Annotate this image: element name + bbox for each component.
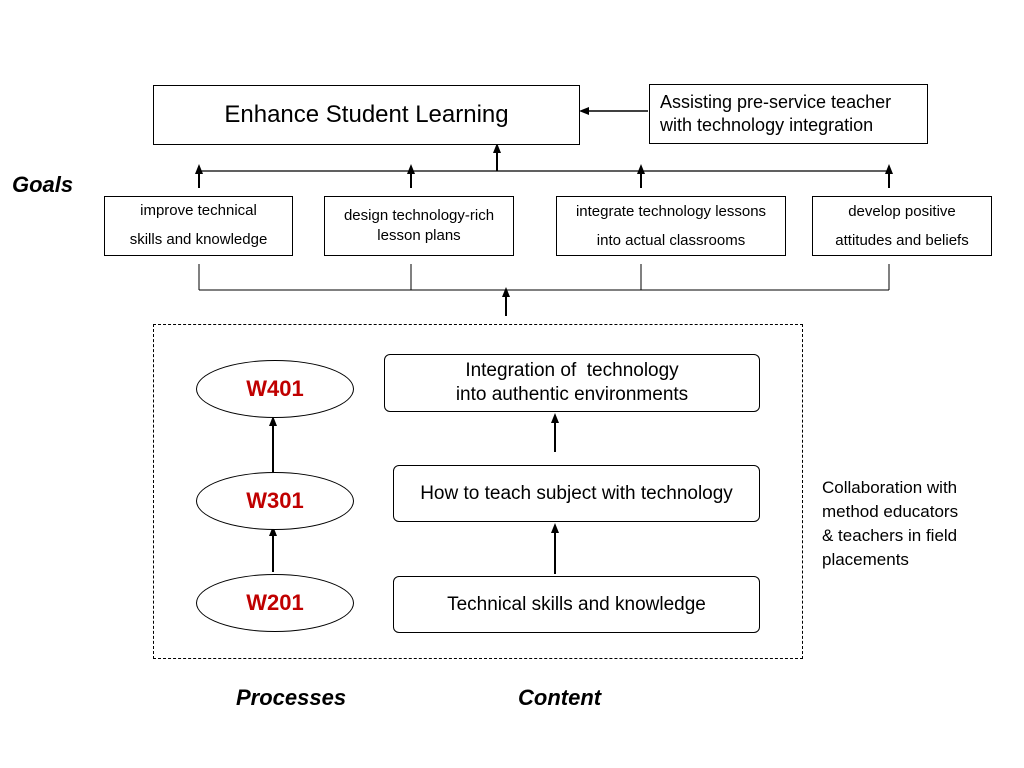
collab-line2: method educators — [822, 502, 959, 521]
side-note-box: Assisting pre-service teacher with techn… — [649, 84, 928, 144]
goal-box-1: improve technical skills and knowledge — [104, 196, 293, 256]
collab-line4: placements — [822, 550, 909, 569]
course-w301-label: W301 — [246, 488, 304, 513]
goal-2-line1: design technology-rich — [343, 207, 495, 224]
goal-2-line2: lesson plans — [377, 227, 461, 244]
content-box-middle: How to teach subject with technology — [393, 465, 760, 522]
side-note-line1: Assisting pre-service teacher — [660, 92, 892, 112]
collab-line1: Collaboration with — [822, 478, 958, 497]
main-goal-box: Enhance Student Learning — [153, 85, 580, 145]
goal-box-2: design technology-rich lesson plans — [324, 196, 514, 256]
content-label: Content — [518, 685, 602, 710]
process-content-area — [153, 324, 803, 659]
content-top-line2: into authentic environments — [455, 384, 689, 405]
content-middle-text: How to teach subject with technology — [420, 482, 733, 504]
collaboration-note: Collaboration with method educators & te… — [822, 476, 958, 572]
course-w401-label: W401 — [246, 376, 304, 401]
processes-label: Processes — [236, 685, 347, 710]
goal-3-line1: integrate technology lessons — [575, 203, 767, 220]
goal-4-line2: attitudes and beliefs — [835, 232, 969, 249]
side-note-line2: with technology integration — [660, 115, 874, 135]
course-w401: W401 — [196, 360, 354, 418]
goal-box-4: develop positive attitudes and beliefs — [812, 196, 992, 256]
content-box-bottom: Technical skills and knowledge — [393, 576, 760, 633]
goal-1-line2: skills and knowledge — [129, 231, 268, 248]
goal-box-3: integrate technology lessons into actual… — [556, 196, 786, 256]
goal-1-line1: improve technical — [140, 202, 257, 219]
goal-4-line1: develop positive — [848, 203, 956, 220]
course-w201-label: W201 — [246, 590, 304, 615]
content-bottom-text: Technical skills and knowledge — [447, 593, 706, 615]
content-top-line1: Integration of technology — [465, 360, 679, 381]
course-w201: W201 — [196, 574, 354, 632]
goal-3-line2: into actual classrooms — [596, 232, 746, 249]
collab-line3: & teachers in field — [822, 526, 958, 545]
goals-label: Goals — [12, 172, 74, 197]
course-w301: W301 — [196, 472, 354, 530]
content-box-top: Integration of technology into authentic… — [384, 354, 760, 412]
main-goal-text: Enhance Student Learning — [224, 101, 509, 128]
